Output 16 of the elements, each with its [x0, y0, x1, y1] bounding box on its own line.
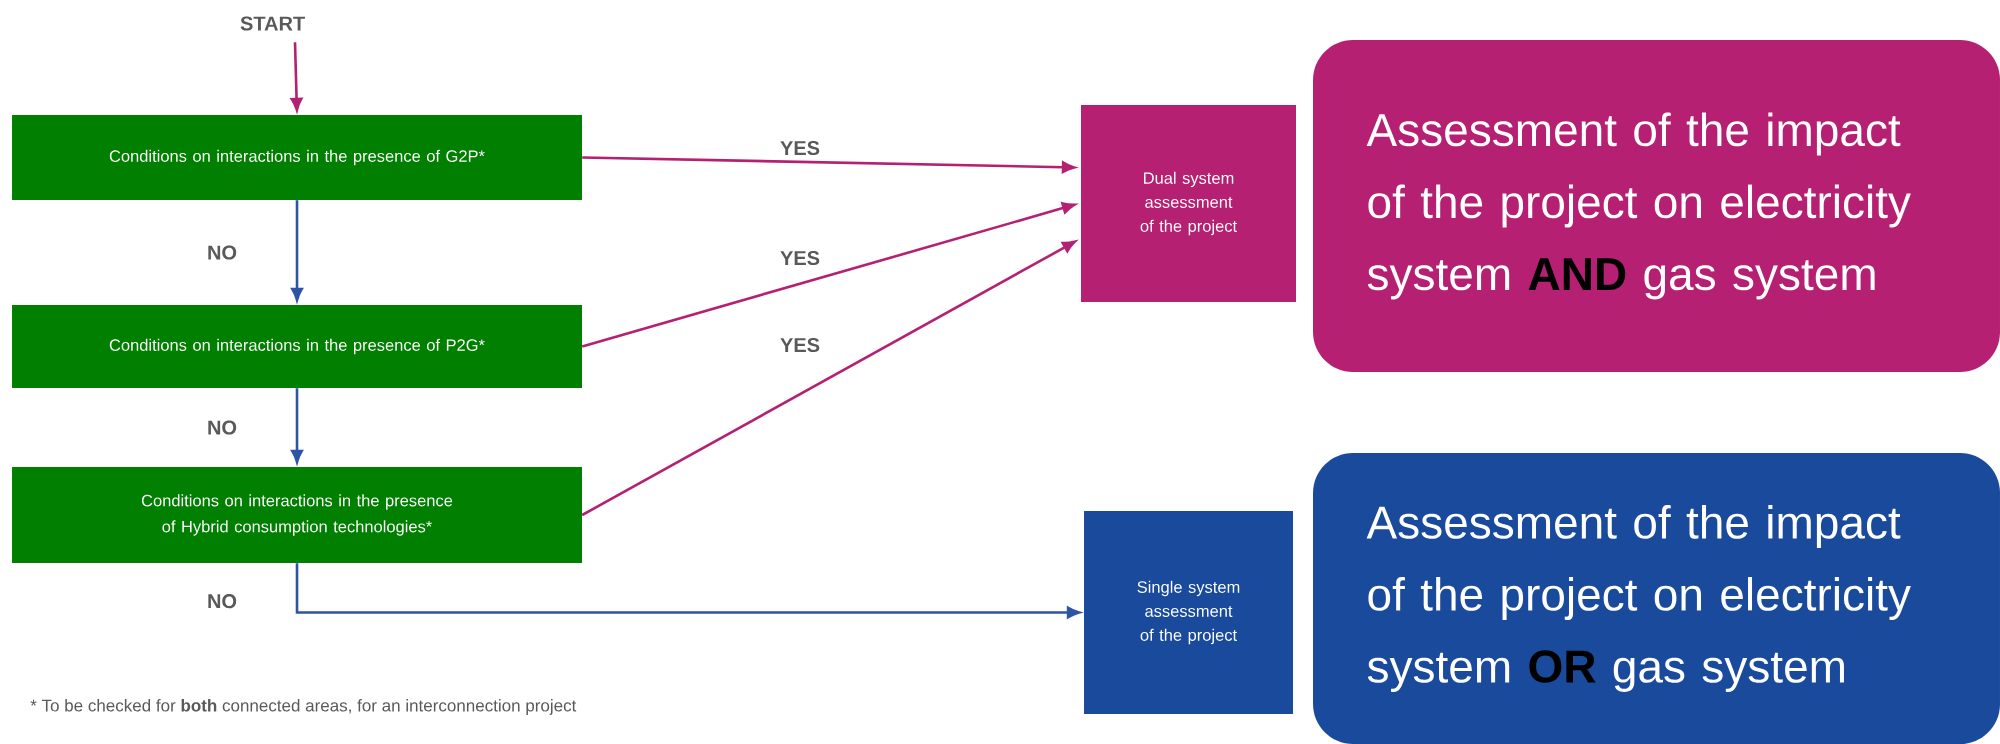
arrow	[291, 388, 303, 464]
footnote: * To be checked for both connected areas, for an interconnection project	[30, 699, 577, 715]
arrow	[290, 42, 303, 112]
edge-label: NO	[205, 592, 239, 611]
outcome-box: Dual system assessment of the project	[1081, 105, 1296, 302]
arrow	[291, 200, 303, 302]
condition-box: Conditions on interactions in the presence of G2P*	[12, 115, 582, 200]
result-box: Assessment of the impact of the project on electricity system AND gas system	[1313, 40, 2000, 372]
start-label: START	[240, 16, 305, 31]
edge-label: NO	[205, 418, 239, 437]
outcome-box: Single system assessment of the project	[1084, 511, 1293, 714]
edge-label: YES	[778, 138, 822, 158]
condition-box: Conditions on interactions in the presence of P2G*	[12, 305, 582, 388]
condition-box: Conditions on interactions in the presence of Hybrid consumption technologies*	[12, 467, 582, 563]
result-box: Assessment of the impact of the project on electricity system OR gas system	[1313, 453, 2000, 744]
edge-label: NO	[205, 243, 239, 262]
